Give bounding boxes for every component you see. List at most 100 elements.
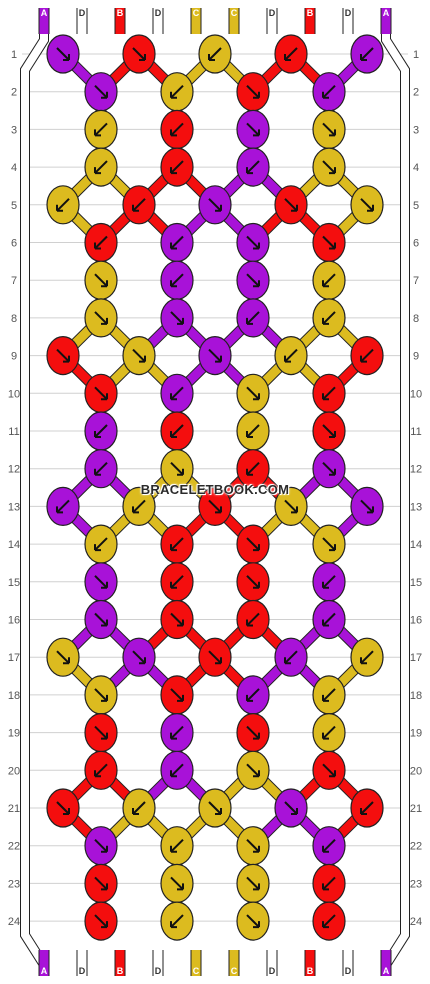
row-number-right: 13 [410,501,422,513]
knot-arrow-head [284,54,291,61]
knot-arrow-head [253,883,260,891]
knot-arrow-head [246,431,253,438]
knot-arrow-shaft [322,122,336,137]
knot-arrow-shaft [322,311,336,325]
knot-arrow-shaft [132,348,146,363]
knot-arrow-head [322,845,329,853]
knot-arrow-shaft [322,461,336,476]
knot-arrow-head [139,355,146,363]
row-number-right: 6 [413,238,419,250]
row-number-right: 9 [413,351,419,363]
knot-arrow-head [215,657,222,665]
knot-arrow-head [101,694,108,702]
bottom-string-label: D [155,966,162,976]
knot-arrow-head [360,355,367,363]
knot-arrow-head [284,355,291,363]
row-number-right: 24 [410,916,422,928]
knot-arrow-shaft [94,122,108,137]
knot-arrow-head [215,355,222,363]
knot-arrow-shaft [94,575,108,589]
knot-arrow-head [139,657,146,665]
knot-arrow-head [215,506,222,514]
top-string-label: B [117,8,124,18]
row-number-right: 5 [413,200,419,212]
knot-arrow-head [253,732,260,740]
knot-arrow-shaft [170,612,184,627]
knot-arrow-head [246,694,253,702]
knot-arrow-head [291,204,298,212]
knot-arrow-head [253,129,260,137]
knot-arrow-shaft [132,650,146,664]
row-number-right: 8 [413,313,419,325]
row-number-left: 15 [8,577,20,589]
knot-arrow-shaft [208,198,222,212]
row-number-right: 1 [413,49,419,61]
knot-arrow-shaft [94,612,108,627]
knot-arrow-head [329,544,336,552]
knot-arrow-head [94,129,101,137]
knot-arrow-shaft [246,688,260,702]
row-number-left: 18 [8,690,20,702]
knot-arrow-shaft [208,801,222,815]
knot-arrow-head [101,845,108,853]
knot-arrow-shaft [170,537,184,551]
knot-arrow-shaft [94,838,108,853]
watermark: BRACELETBOOK.COM [140,482,290,497]
knot-arrow-shaft [132,47,146,61]
knot-arrow-shaft [94,688,108,702]
knot-arrow-head [94,431,101,438]
knot-arrow-shaft [208,348,222,363]
row-number-right: 14 [410,539,422,551]
bottom-string-label: B [117,966,124,976]
knot-arrow-head [246,317,253,325]
knot-arrow-shaft [246,84,260,99]
knot-arrow-head [253,581,260,589]
knot-arrow-head [177,694,184,702]
knot-arrow-shaft [94,725,108,740]
knot-arrow-head [101,581,108,589]
knot-arrow-shaft [322,763,336,778]
knot-arrow-head [170,280,177,288]
knot-arrow-shaft [94,160,108,174]
row-number-right: 10 [410,388,422,400]
knot-arrow-shaft [170,386,184,401]
knot-arrow-shaft [246,575,260,589]
row-number-left: 4 [11,162,17,174]
knot-arrow-shaft [132,801,146,815]
knot-arrow-shaft [284,348,298,363]
knot-arrow-head [367,506,374,514]
knot-arrow-head [170,770,177,778]
knot-arrow-head [170,91,177,99]
knot-arrow-head [322,91,329,99]
knot-arrow-shaft [246,386,260,401]
knot-arrow-head [253,242,260,250]
knot-arrow-shaft [246,235,260,250]
knot-arrow-shaft [284,801,298,815]
knot-arrow-shaft [94,763,108,778]
knot-arrow-head [215,204,222,212]
knot-arrow-head [170,431,177,438]
row-number-left: 10 [8,388,20,400]
knot-arrow-head [94,770,101,778]
knot-arrow-head [101,883,108,891]
knot-arrow-head [208,54,215,61]
knot-arrow-head [139,54,146,61]
knot-arrow-head [56,204,63,212]
top-string-label: D [269,8,276,18]
top-string-label: D [79,8,86,18]
knot-arrow-shaft [170,122,184,137]
knot-arrow-shaft [94,311,108,325]
row-number-left: 6 [11,238,17,250]
row-number-right: 12 [410,464,422,476]
knot-arrow-head [177,317,184,325]
knot-arrow-shaft [322,725,336,740]
knot-arrow-head [170,921,177,929]
row-number-left: 9 [11,351,17,363]
knot-arrow-shaft [170,725,184,740]
knot-arrow-shaft [94,273,108,287]
knot-arrow-head [322,732,329,740]
knot-arrow-head [170,544,177,552]
knot-arrow-shaft [56,499,70,514]
knot-arrow-shaft [322,386,336,401]
